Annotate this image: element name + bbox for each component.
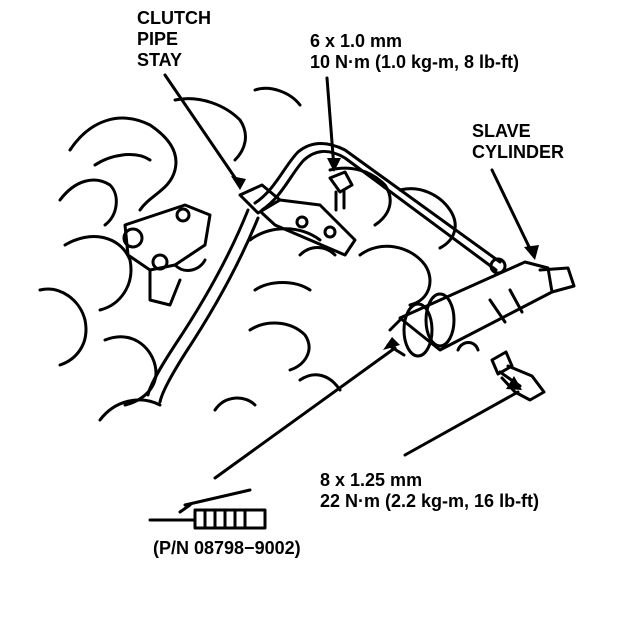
leader-upper-bolt <box>325 76 336 170</box>
slave-cylinder-line-1: SLAVE <box>472 121 531 141</box>
clutch-pipe-stay-line-1: CLUTCH <box>137 8 211 28</box>
clutch-pipe-stay-line-3: STAY <box>137 50 183 70</box>
clutch-pipe-stay-line-2: PIPE <box>137 29 179 49</box>
leader-lower-bolt <box>403 390 520 457</box>
special-tool <box>148 488 267 530</box>
lower-bolt-spec-label: 8 x 1.25 mm 22 N·m (2.2 kg-m, 16 lb-ft) <box>320 470 539 512</box>
upper-bolt-torque: 10 N·m (1.0 kg-m, 8 lb-ft) <box>310 52 520 72</box>
slave-cylinder-label: SLAVE CYLINDER <box>472 121 564 163</box>
engine-outline <box>38 86 457 422</box>
clutch-pipe <box>253 142 507 275</box>
lower-bolt-size: 8 x 1.25 mm <box>320 470 423 490</box>
lower-bolt-torque: 22 N·m (2.2 kg-m, 16 lb-ft) <box>320 491 540 511</box>
pipe-stay-bracket <box>238 183 357 257</box>
arrowheads <box>231 158 539 390</box>
part-number-label: (P/N 08798−9002) <box>153 538 301 558</box>
left-bracket <box>122 203 212 307</box>
leader-lines <box>163 73 535 480</box>
leader-tool <box>213 346 397 480</box>
upper-bolt-size: 6 x 1.0 mm <box>310 31 403 51</box>
clutch-hose <box>146 208 260 404</box>
leader-slave-cylinder <box>490 168 535 257</box>
clutch-pipe-stay-label: CLUTCH PIPE STAY <box>137 8 211 71</box>
leader-clutch-pipe-stay <box>163 73 242 187</box>
upper-bolt-spec-label: 6 x 1.0 mm 10 N·m (1.0 kg-m, 8 lb-ft) <box>310 31 519 73</box>
slave-cylinder-body <box>386 260 576 358</box>
upper-bolt <box>328 170 354 212</box>
slave-cylinder-line-2: CYLINDER <box>472 142 565 162</box>
